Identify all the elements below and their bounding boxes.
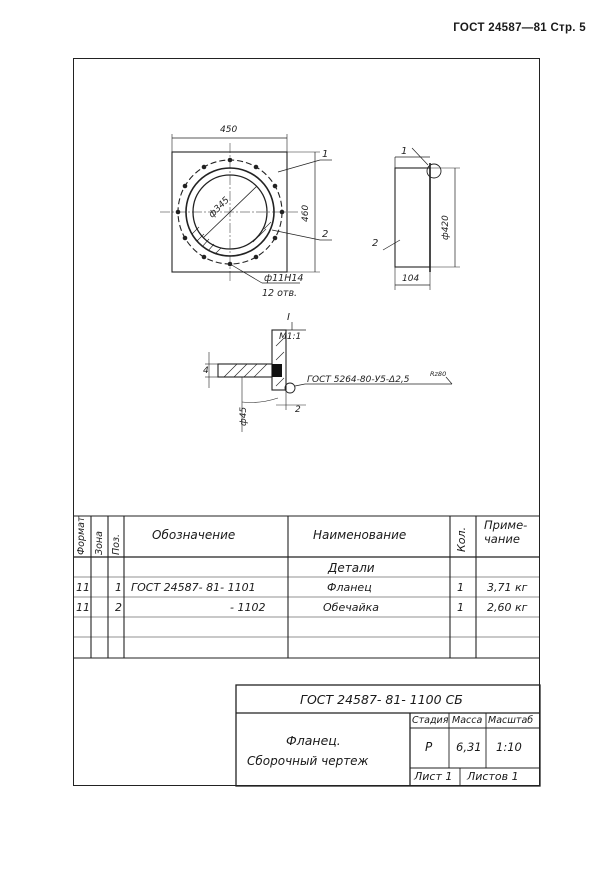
side-callout-1: 1 <box>401 146 407 157</box>
page-header: ГОСТ 24587—81 Стр. 5 <box>453 22 586 34</box>
detail-mark: I <box>287 312 290 323</box>
dim-plan-width: 450 <box>220 125 237 135</box>
section-title: Детали <box>328 561 375 575</box>
header-note: Приме- чание <box>484 518 528 546</box>
row-designation: ГОСТ 24587- 81- 1101 <box>131 581 256 594</box>
scale-value: 1:10 <box>496 740 522 754</box>
side-callout-2: 2 <box>372 238 378 249</box>
doc-code: ГОСТ 24587- 81- 1100 СБ <box>300 692 463 707</box>
title-block-grid <box>235 684 541 787</box>
sheets-label: Листов 1 <box>467 770 519 783</box>
spec-table-grid <box>73 515 540 659</box>
dim-2-detail: 2 <box>295 405 301 415</box>
shell-hatching <box>191 221 272 255</box>
row-qty: 1 <box>457 601 464 614</box>
row-designation: - 1102 <box>230 601 266 614</box>
sheet-label: Лист 1 <box>414 770 453 783</box>
stage-label: Стадия <box>412 715 449 726</box>
row-format: 11 <box>76 581 90 594</box>
header-format: Формат <box>76 516 87 555</box>
callout-2: 2 <box>322 229 328 240</box>
scale-label: Масштаб <box>488 715 534 726</box>
dim-plan-height: 460 <box>301 205 311 222</box>
detail-shell-wall <box>271 329 287 391</box>
row-name: Фланец <box>327 581 372 594</box>
mass-value: 6,31 <box>456 740 482 754</box>
title-line-1: Фланец. <box>286 733 341 748</box>
row-name: Обечайка <box>323 601 379 614</box>
dim-4: 4 <box>203 366 209 376</box>
callout-1: 1 <box>322 149 328 160</box>
dim-side-diameter: ф420 <box>441 215 451 240</box>
header-zone: Зона <box>94 531 105 555</box>
row-qty: 1 <box>457 581 464 594</box>
hole-count-label: 12 отв. <box>262 288 297 299</box>
weld-symbol: ГОСТ 5264-80-У5-Δ2,5 <box>307 375 410 385</box>
row-format: 11 <box>76 601 90 614</box>
row-note: 3,71 кг <box>487 581 528 594</box>
header-name: Наименование <box>313 528 407 542</box>
stage-value: Р <box>425 740 433 754</box>
dim-side-width: 104 <box>402 274 419 284</box>
dim-45: ф45 <box>239 407 249 426</box>
row-note: 2,60 кг <box>487 601 528 614</box>
dim-inner-diameter: ф345 <box>207 195 232 220</box>
title-line-2: Сборочный чертеж <box>247 754 369 768</box>
header-pos: Поз. <box>111 533 122 555</box>
mass-label: Масса <box>452 715 483 726</box>
row-pos: 2 <box>115 601 122 614</box>
weld-roughness: Rz80 <box>430 370 446 378</box>
header-designation: Обозначение <box>152 528 236 542</box>
side-view-outline <box>394 167 431 268</box>
detail-scale: М1:1 <box>279 332 301 342</box>
header-qty: Кол. <box>455 526 468 552</box>
hole-spec-label: ф11Н14 <box>264 273 303 284</box>
row-pos: 1 <box>115 581 122 594</box>
